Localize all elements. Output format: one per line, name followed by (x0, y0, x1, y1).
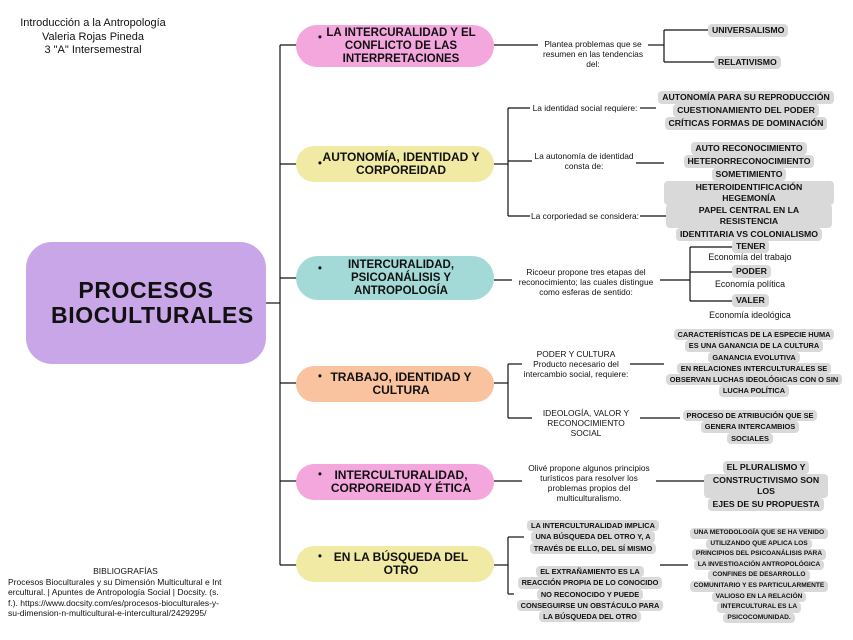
concept-item: GENERA INTERCAMBIOS (700, 421, 800, 433)
bullet-icon: • (318, 550, 322, 563)
concept-item: UNA BÚSQUEDA DEL OTRO Y, A (531, 531, 655, 543)
concept-group: EL EXTRAÑAMIENTO ES LA REACCIÓN PROPIA D… (514, 566, 666, 623)
topic-label: INTERCURALIDAD, PSICOANÁLISIS Y ANTROPOL… (347, 258, 455, 297)
bibliography: BIBLIOGRAFÍAS Procesos Bioculturales y s… (8, 566, 223, 619)
concept-item: OBSERVAN LUCHAS IDEOLÓGICAS CON O SIN (665, 374, 843, 386)
concept-item: LA INTERCULTURALIDAD IMPLICA (527, 520, 659, 532)
concept-item: GANANCIA EVOLUTIVA (708, 351, 800, 363)
concept-item: REACCIÓN PROPIA DE LO CONOCIDO (517, 577, 663, 589)
sphere-term: TENER (732, 240, 770, 253)
bullet-icon: • (318, 370, 322, 383)
topic-node-3: • INTERCURALIDAD, PSICOANÁLISIS Y ANTROP… (296, 256, 494, 300)
branch-label: La corporiedad se considera: (530, 211, 639, 221)
concept-item: PSICOCOMUNIDAD. (723, 612, 795, 624)
sphere-term: VALER (732, 294, 769, 307)
concept-group: AUTONOMÍA PARA SU REPRODUCCIÓN CUESTIONA… (656, 91, 836, 130)
bullet-icon: • (318, 262, 322, 275)
topic-label: AUTONOMÍA, IDENTIDAD Y CORPOREIDAD (322, 150, 480, 177)
sphere-desc: Economía del trabajo (708, 252, 792, 262)
topic-node-1: • LA INTERCURALIDAD Y EL CONFLICTO DE LA… (296, 25, 494, 67)
concept-item: LUCHA POLÍTICA (718, 385, 790, 397)
branch-label: Ricoeur propone tres etapas del reconoci… (518, 267, 654, 297)
author-name: Valeria Rojas Pineda (42, 30, 144, 43)
topic-node-5: • INTERCULTURALIDAD, CORPOREIDAD Y ÉTICA (296, 464, 494, 500)
concept-item: AUTO RECONOCIMIENTO (691, 142, 807, 155)
concept-item: CONSEGUIRSE UN OBSTÁCULO PARA (516, 599, 664, 612)
sphere-desc: Economía ideológica (709, 310, 791, 320)
topic-label: INTERCULTURALIDAD, CORPOREIDAD Y ÉTICA (330, 468, 472, 495)
concept-item: ES UNA GANANCIA DE LA CULTURA (684, 340, 824, 352)
concept-item: NO RECONOCIDO Y PUEDE (536, 588, 644, 600)
concept-item: TRAVÉS DE ELLO, DEL SÍ MISMO (529, 542, 657, 554)
concept-group: PAPEL CENTRAL EN LA RESISTENCIA IDENTITA… (666, 204, 832, 241)
concept-item: UNA METODOLOGÍA QUE SE HA VENIDO (689, 528, 829, 539)
branch-label: PODER Y CULTURA Producto necesario del i… (523, 349, 629, 379)
topic-label: LA INTERCURALIDAD Y EL CONFLICTO DE LAS … (326, 26, 476, 65)
concept-group: UNA METODOLOGÍA QUE SE HA VENIDO UTILIZA… (688, 528, 830, 624)
concept-item: IDENTITARIA VS COLONIALISMO (675, 228, 823, 241)
concept-item: HETEROIDENTIFICACIÓN HEGEMONÍA (664, 181, 834, 205)
concept-relativismo: RELATIVISMO (714, 56, 781, 69)
concept-item: COMUNITARIO Y ES PARTICULARMENTE (689, 580, 829, 592)
author-header: Introducción a la Antropología Valeria R… (8, 17, 178, 58)
concept-item: EL EXTRAÑAMIENTO ES LA (536, 566, 644, 578)
concept-item: EJES DE SU PROPUESTA (708, 498, 824, 511)
topic-node-6: • EN LA BÚSQUEDA DEL OTRO (296, 546, 494, 582)
concept-group: AUTO RECONOCIMIENTO HETERORRECONOCIMIENT… (664, 142, 834, 205)
bullet-icon: • (318, 468, 322, 481)
course-title: Introducción a la Antropología (20, 17, 166, 29)
concept-item: HETERORRECONOCIMIENTO (683, 155, 815, 168)
bibliography-text: Procesos Bioculturales y su Dimensión Mu… (8, 576, 222, 619)
concept-group: EL PLURALISMO Y CONSTRUCTIVISMO SON LOS … (704, 461, 828, 511)
topic-node-2: • AUTONOMÍA, IDENTIDAD Y CORPOREIDAD (296, 146, 494, 182)
concept-group: CARACTERÍSTICAS DE LA ESPECIE HUMA ES UN… (664, 329, 844, 397)
concept-item: CARACTERÍSTICAS DE LA ESPECIE HUMA (673, 329, 835, 341)
concept-item: VALIOSO EN LA RELACIÓN (711, 591, 807, 603)
topic-label: EN LA BÚSQUEDA DEL OTRO (333, 550, 469, 577)
concept-item: AUTONOMÍA PARA SU REPRODUCCIÓN (658, 91, 834, 104)
concept-item: EL PLURALISMO Y (722, 461, 810, 474)
branch-label: Olivé propone algunos principios turísti… (528, 463, 650, 503)
concept-item: SOCIALES (727, 432, 773, 444)
sphere-desc: Economía política (715, 279, 785, 289)
concept-item: LA BÚSQUEDA DEL OTRO (539, 611, 641, 623)
bullet-icon: • (318, 31, 322, 44)
concept-item: INTERCULTURAL ES LA (716, 602, 802, 613)
topic-node-4: • TRABAJO, IDENTIDAD Y CULTURA (296, 366, 494, 402)
topic-label: TRABAJO, IDENTIDAD Y CULTURA (330, 370, 472, 397)
bullet-icon: • (318, 157, 322, 170)
group-label: 3 "A" Intersemestral (44, 44, 142, 56)
concept-item: UTILIZANDO QUE APLICA LOS (706, 538, 812, 550)
concept-item: LA INVESTIGACIÓN ANTROPOLÓGICA (693, 559, 825, 571)
concept-item: PAPEL CENTRAL EN LA RESISTENCIA (666, 204, 832, 228)
central-title: PROCESOS BIOCULTURALES (51, 277, 254, 328)
concept-item: CRÍTICAS FORMAS DE DOMINACIÓN (664, 117, 828, 130)
bibliography-title: BIBLIOGRAFÍAS (93, 566, 158, 576)
central-node: PROCESOS BIOCULTURALES (26, 242, 266, 364)
concept-item: SOMETIMIENTO (711, 168, 787, 181)
concept-item: PRINCIPIOS DEL PSICOANÁLISIS PARA (691, 549, 827, 560)
concept-group: LA INTERCULTURALIDAD IMPLICA UNA BÚSQUED… (524, 520, 662, 554)
branch-label: La autonomía de identidad consta de: (534, 151, 634, 171)
sphere-term: PODER (732, 265, 771, 278)
concept-universalismo: UNIVERSALISMO (708, 24, 789, 37)
concept-item: CONSTRUCTIVISMO SON LOS (704, 474, 828, 498)
branch-label: La identidad social requiere: (532, 103, 638, 113)
concept-item: CUESTIONAMIENTO DEL PODER (673, 104, 819, 117)
concept-item: CONFINES DE DESARROLLO (708, 570, 810, 581)
concept-group: PROCESO DE ATRIBUCIÓN QUE SE GENERA INTE… (680, 410, 820, 444)
branch-label: Plantea problemas que se resumen en las … (542, 39, 644, 69)
branch-label: IDEOLOGÍA, VALOR Y RECONOCIMIENTO SOCIAL (542, 408, 630, 438)
concept-item: PROCESO DE ATRIBUCIÓN QUE SE (682, 410, 818, 422)
concept-item: EN RELACIONES INTERCULTURALES SE (676, 362, 832, 375)
